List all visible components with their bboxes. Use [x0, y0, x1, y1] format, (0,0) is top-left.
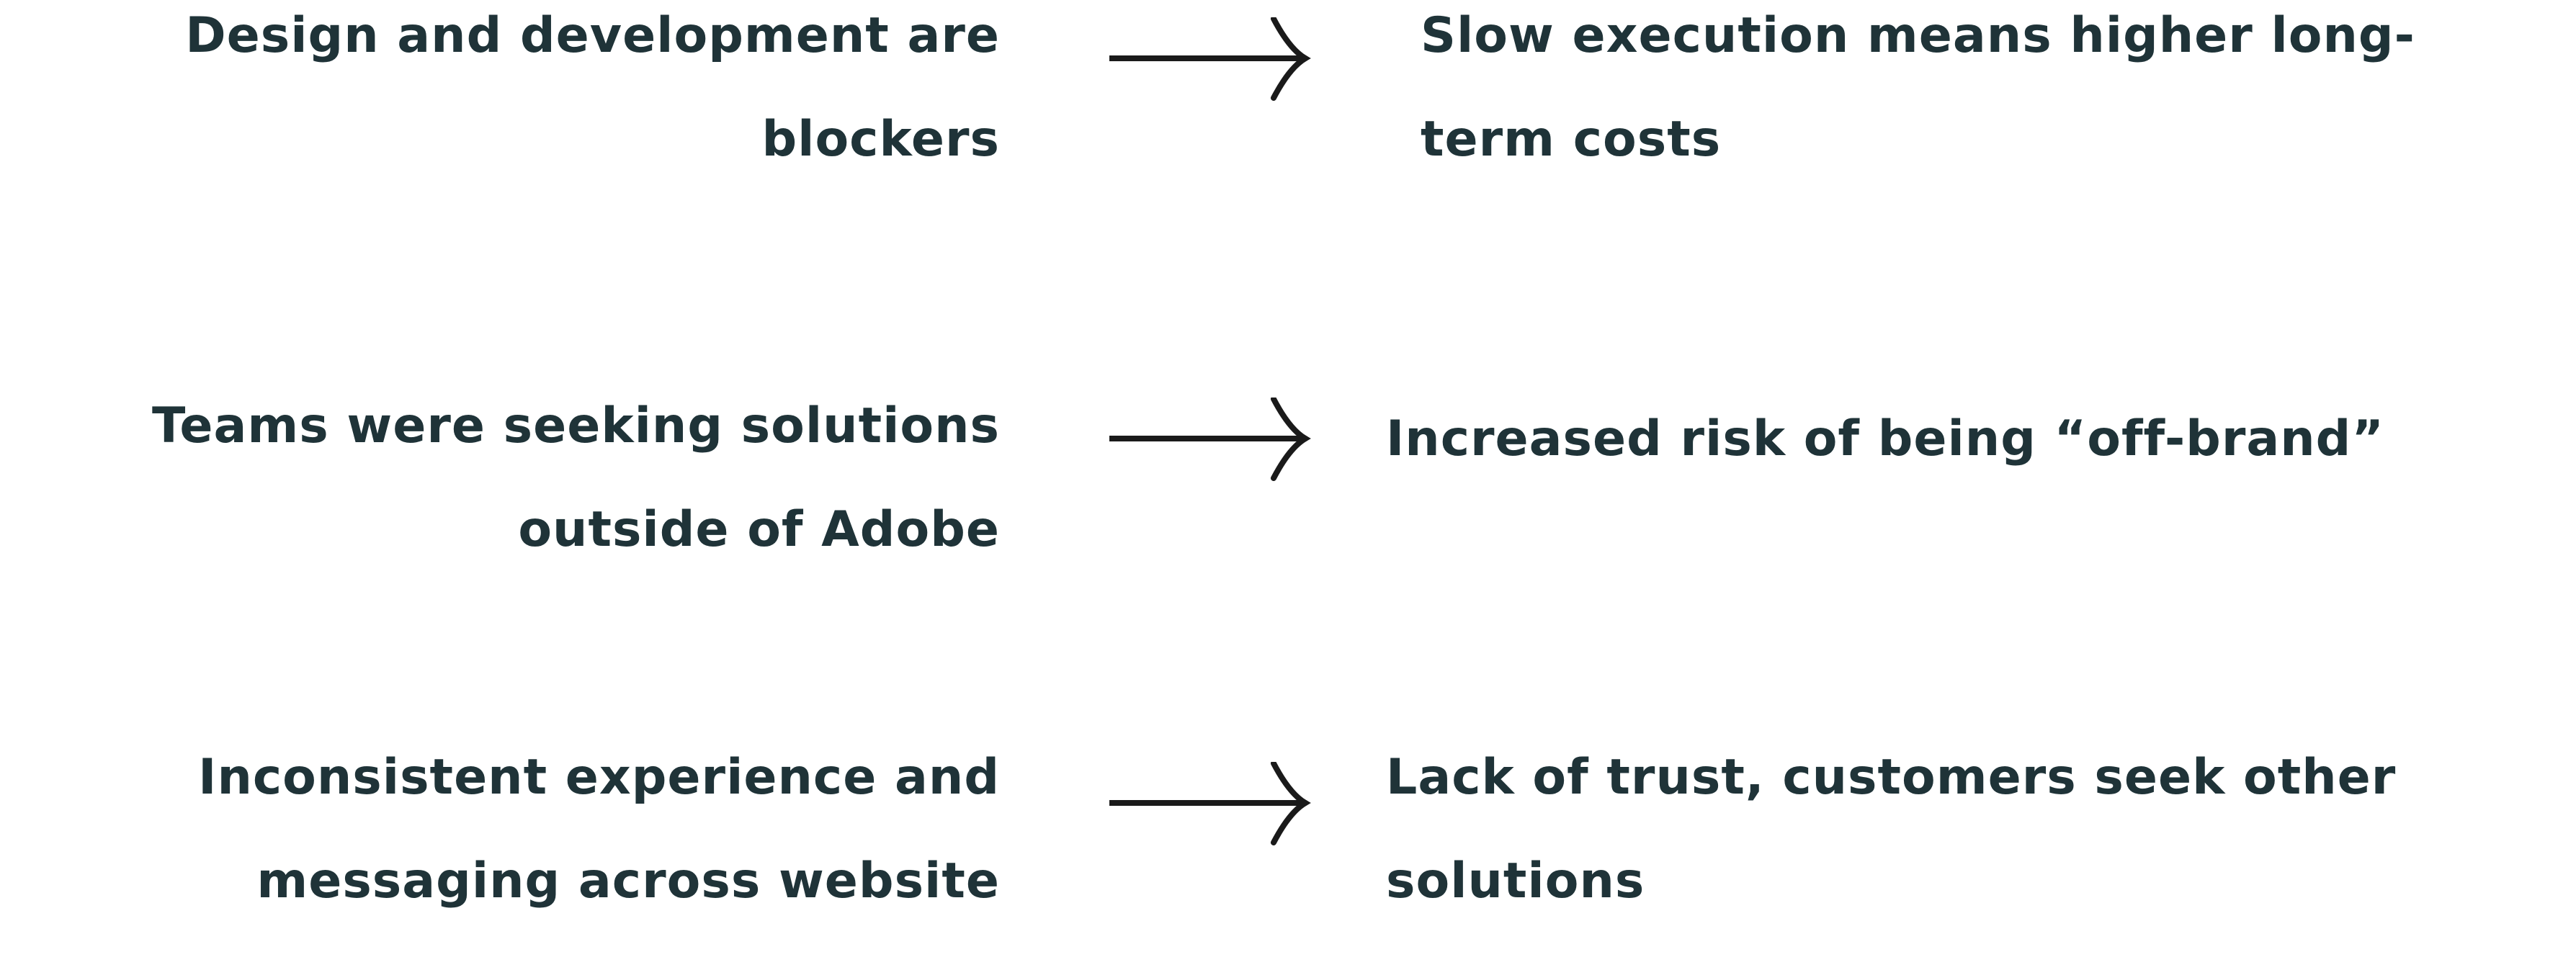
effect-text: Slow execution means higher long- term c… — [1421, 0, 2573, 192]
cause-line: messaging across website — [256, 853, 1000, 910]
cause-line: blockers — [761, 111, 1000, 168]
cause-line: Teams were seeking solutions — [152, 398, 1000, 454]
right-arrow-icon — [1109, 17, 1311, 104]
cause-text: Inconsistent experience and messaging ac… — [63, 726, 1000, 933]
cause-line: outside of Adobe — [518, 501, 1000, 558]
effect-line: Slow execution means higher long- — [1421, 7, 2415, 64]
cause-effect-row-1: Design and development are blockers Slow… — [0, 0, 2576, 200]
effect-line: Increased risk of being “off-brand” — [1386, 410, 2385, 467]
effect-line: solutions — [1386, 853, 1645, 910]
right-arrow-icon — [1109, 762, 1311, 848]
right-arrow-icon — [1109, 398, 1311, 484]
cause-line: Design and development are — [185, 7, 1000, 64]
effect-line: Lack of trust, customers seek other — [1386, 749, 2397, 806]
effect-text: Lack of trust, customers seek other solu… — [1386, 726, 2539, 933]
effect-text: Increased risk of being “off-brand” — [1386, 387, 2539, 491]
cause-effect-row-2: Teams were seeking solutions outside of … — [0, 374, 2576, 590]
cause-text: Teams were seeking solutions outside of … — [63, 374, 1000, 582]
cause-effect-row-3: Inconsistent experience and messaging ac… — [0, 726, 2576, 942]
cause-text: Design and development are blockers — [63, 0, 1000, 192]
cause-line: Inconsistent experience and — [198, 749, 1000, 806]
effect-line: term costs — [1421, 111, 1722, 168]
